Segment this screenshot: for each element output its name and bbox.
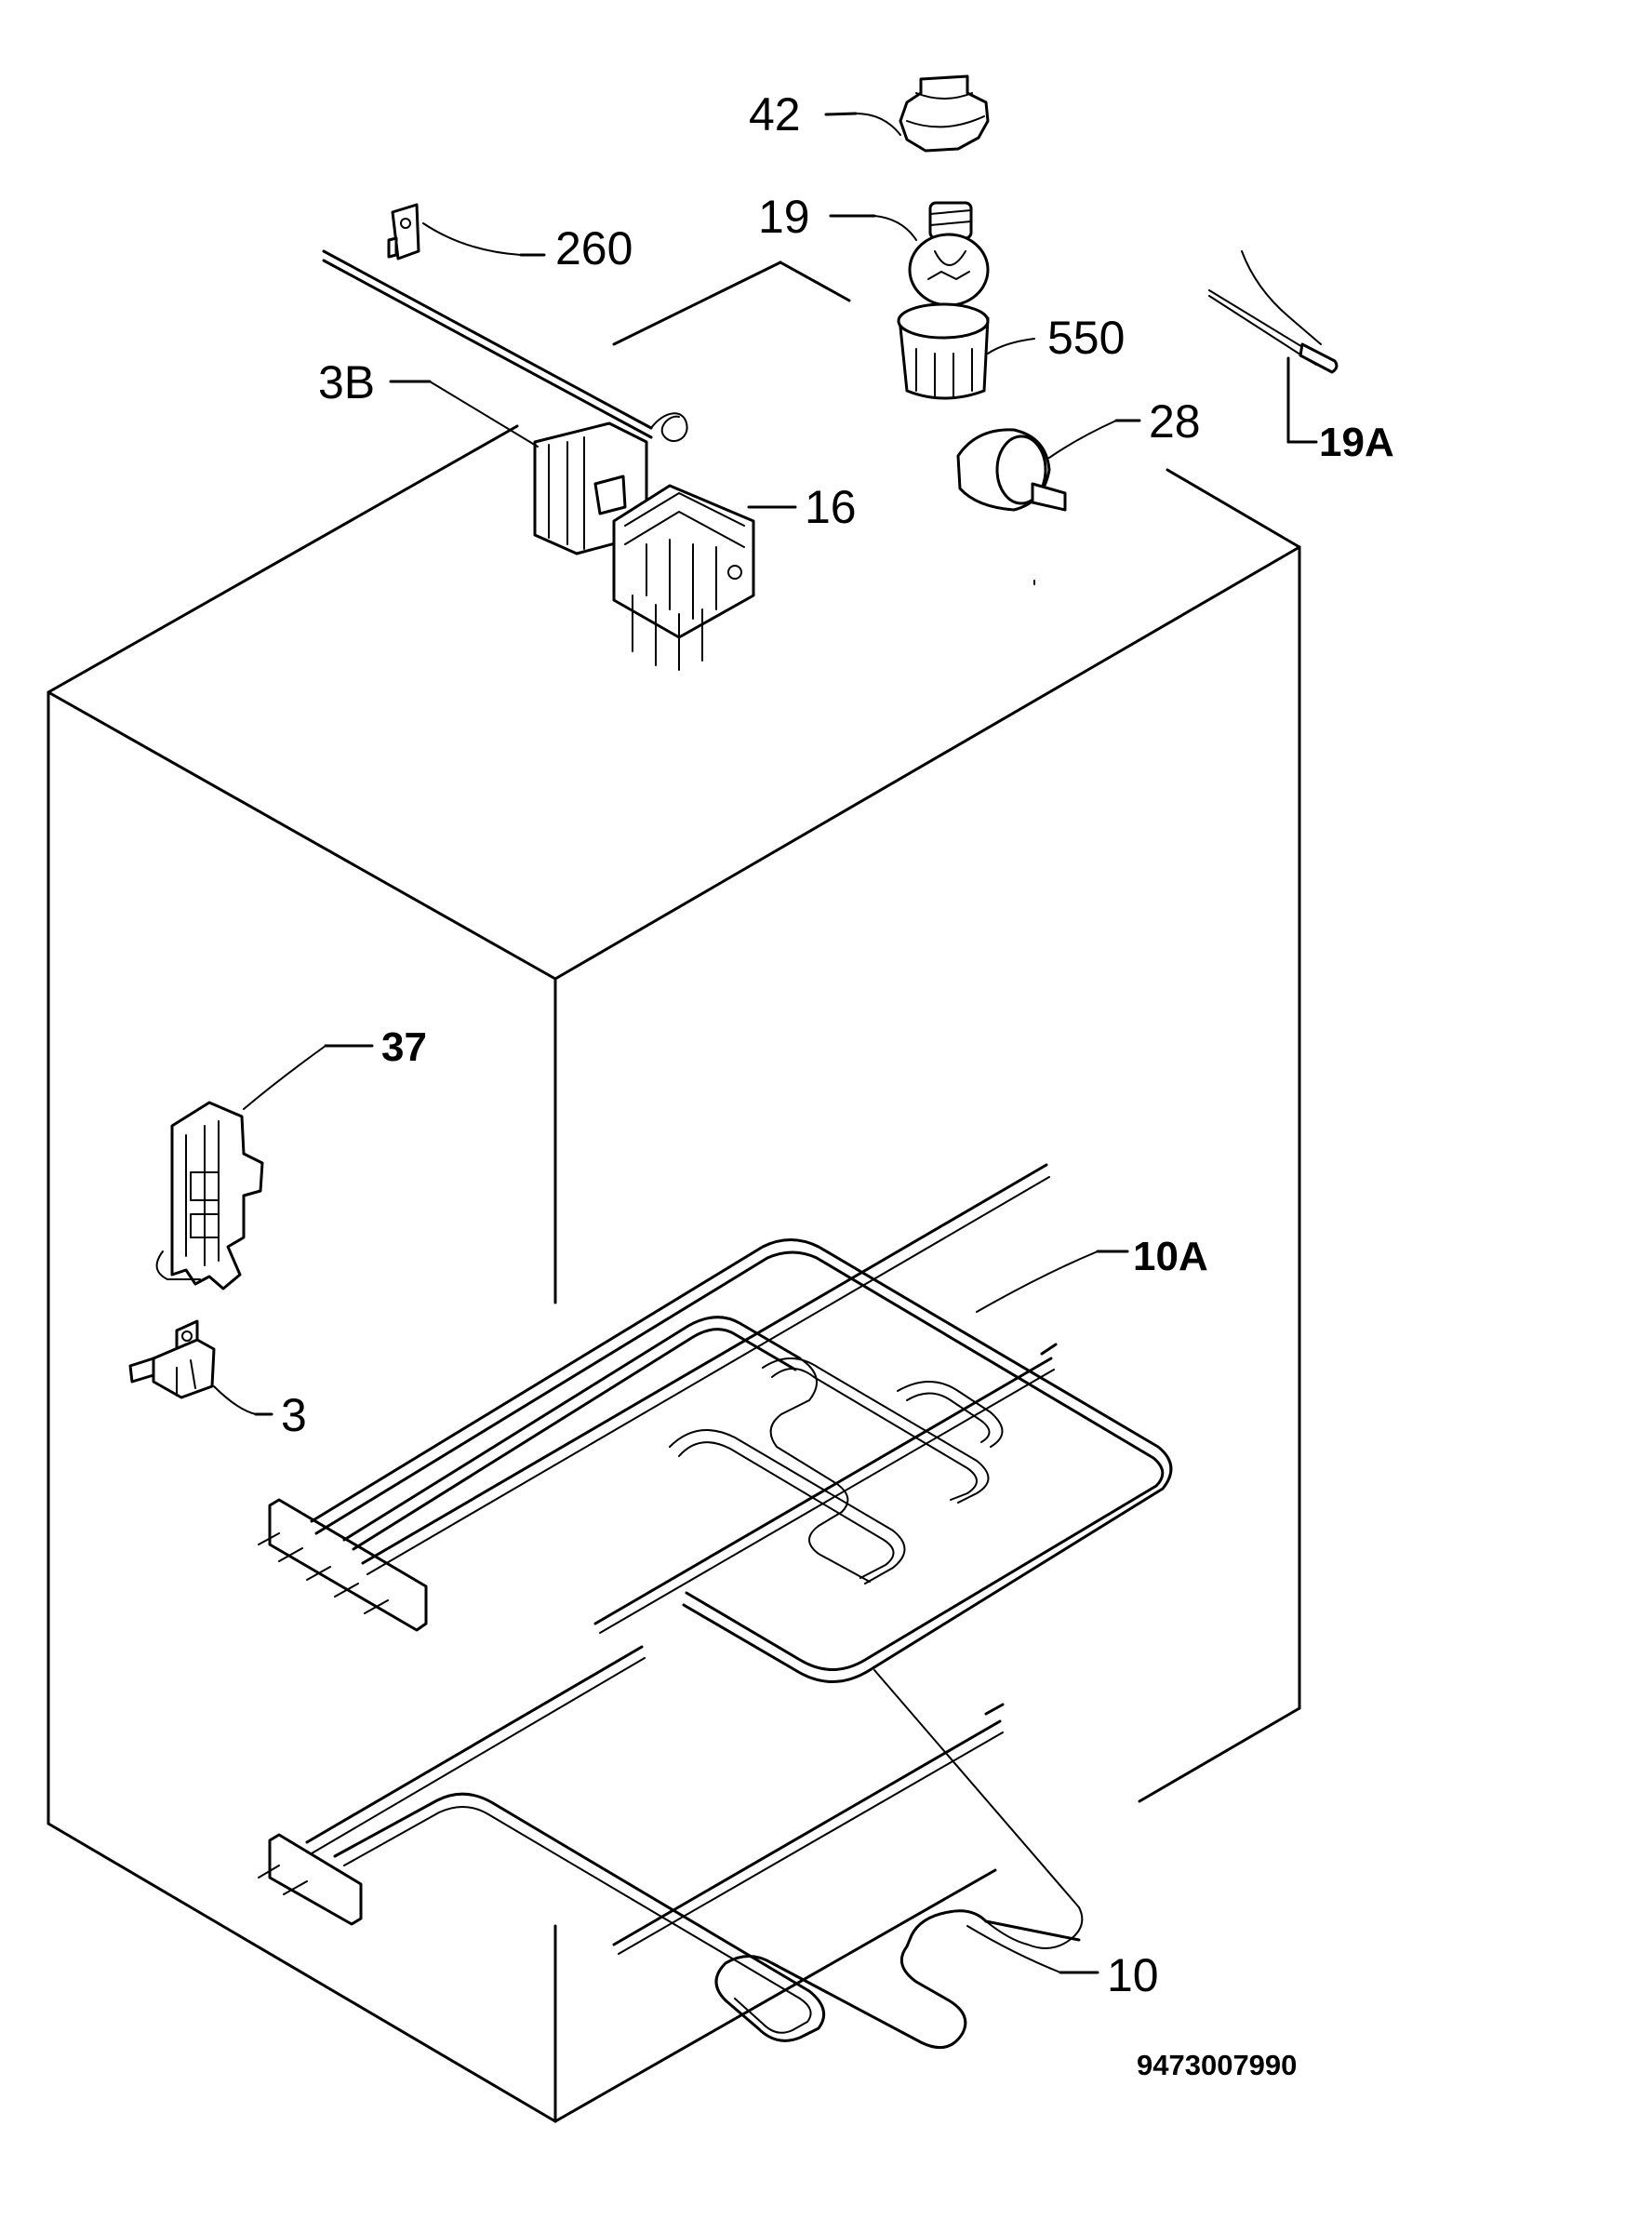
part-37-switch-bracket [155, 1101, 264, 1290]
drawing-code: 9473007990 [1137, 2049, 1297, 2081]
label-16: 16 [805, 481, 857, 533]
label-19A: 19A [1319, 420, 1394, 465]
part-19A-sensor-probe [1208, 250, 1339, 374]
part-550-lamp-cover [897, 302, 990, 400]
label-550: 550 [1047, 312, 1125, 364]
part-10A-grill-element [258, 1163, 1173, 1683]
label-10: 10 [1107, 1949, 1159, 2001]
part-28-control-shaft [956, 428, 1067, 585]
label-3: 3 [281, 1389, 307, 1441]
part-42-lamp-holder [899, 74, 990, 153]
part-16-selector-switch [612, 484, 755, 671]
label-10A: 10A [1133, 1234, 1208, 1279]
part-3-switch [128, 1319, 216, 1399]
label-42: 42 [749, 88, 801, 140]
oven-cabinet-outline [47, 261, 1301, 2123]
part-260-bracket [387, 203, 420, 261]
label-19: 19 [758, 191, 810, 243]
part-3B-thermostat [322, 249, 688, 555]
label-28: 28 [1149, 395, 1201, 448]
part-10-bottom-element [258, 1645, 1084, 2050]
label-260: 260 [555, 222, 633, 274]
label-3B: 3B [318, 356, 375, 408]
label-37: 37 [381, 1024, 427, 1070]
part-19-lamp-bulb [908, 201, 990, 307]
